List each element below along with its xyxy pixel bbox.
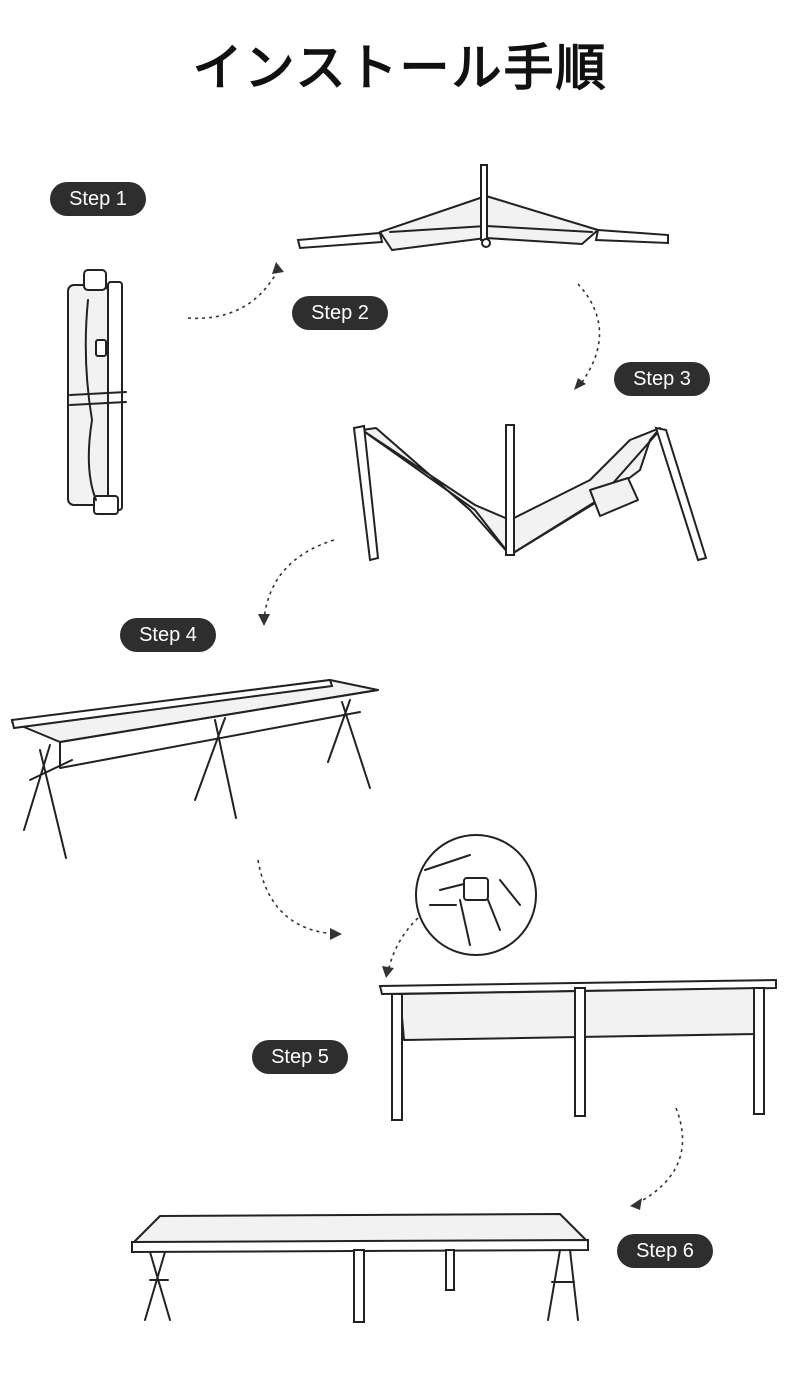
step-5-badge: Step 5	[252, 1040, 348, 1074]
finished-cot-illustration	[131, 1213, 589, 1323]
step-6-badge: Step 6	[617, 1234, 713, 1268]
detail-zoom-illustration	[415, 834, 537, 956]
step-3-badge: Step 3	[614, 362, 710, 396]
page-title: インストール手順	[192, 38, 608, 97]
unfolding-cot-illustration	[296, 164, 669, 251]
step-arrows	[187, 262, 684, 1210]
step-1-badge: Step 1	[50, 182, 146, 216]
step-4-badge: Step 4	[120, 618, 216, 652]
cot-with-legs-illustration	[378, 978, 777, 1121]
step-2-badge: Step 2	[292, 296, 388, 330]
v-shape-cot-illustration	[352, 424, 708, 562]
half-open-cot-illustration	[10, 678, 379, 859]
folded-cot-illustration	[67, 269, 127, 515]
